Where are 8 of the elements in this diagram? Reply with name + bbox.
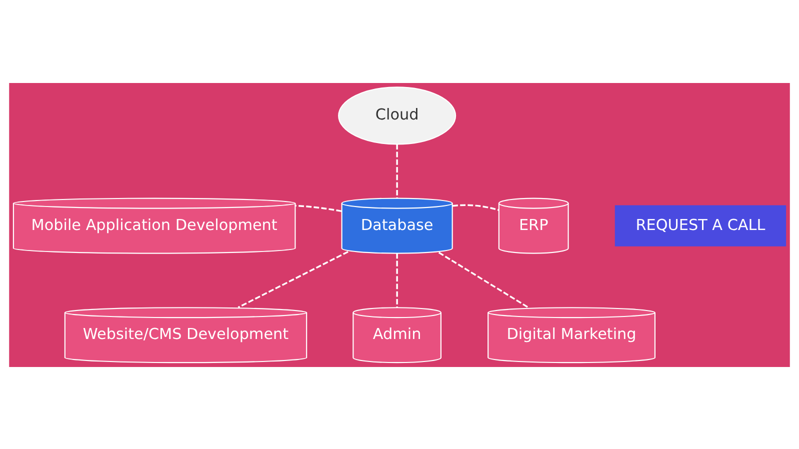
label: REQUEST A CALL bbox=[636, 215, 766, 234]
node-ellipse: Cloud bbox=[338, 86, 456, 144]
connector bbox=[396, 144, 398, 198]
connector bbox=[452, 204, 499, 210]
connector bbox=[296, 204, 342, 212]
connector bbox=[438, 251, 529, 308]
connector bbox=[238, 250, 348, 308]
connector bbox=[396, 252, 398, 307]
